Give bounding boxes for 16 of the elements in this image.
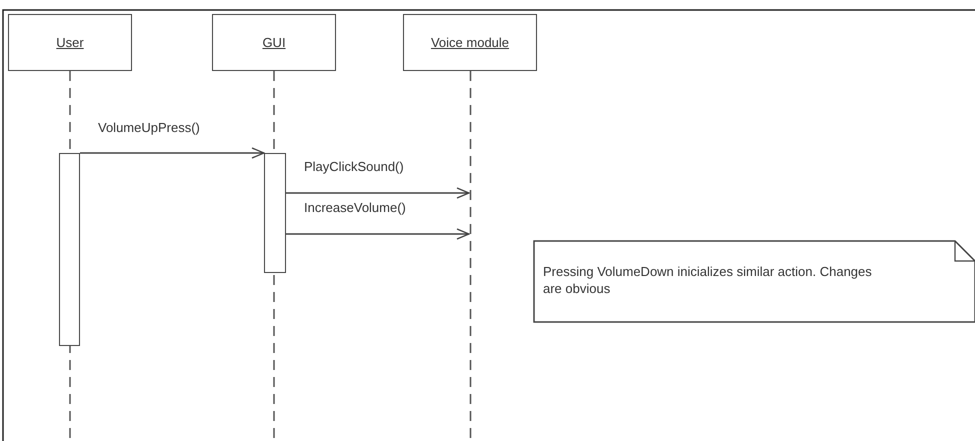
message-arrow [80, 147, 265, 159]
message-label: PlayClickSound() [302, 159, 406, 174]
message-arrow [286, 187, 470, 199]
activation-bar [59, 153, 80, 346]
message-label: IncreaseVolume() [302, 200, 408, 215]
lifeline [469, 71, 472, 441]
message-label: VolumeUpPress() [96, 120, 202, 135]
participant-name: User [56, 35, 84, 50]
participant-box [8, 14, 132, 71]
participant-name: GUI [262, 35, 286, 50]
participant-box [212, 14, 336, 71]
participant-box [403, 14, 537, 71]
participant-name: Voice module [430, 35, 510, 50]
activation-bar [264, 153, 286, 273]
message-arrow [286, 228, 470, 240]
note-text: Pressing VolumeDown inicializes similar action. Changes are obvious [543, 263, 873, 297]
